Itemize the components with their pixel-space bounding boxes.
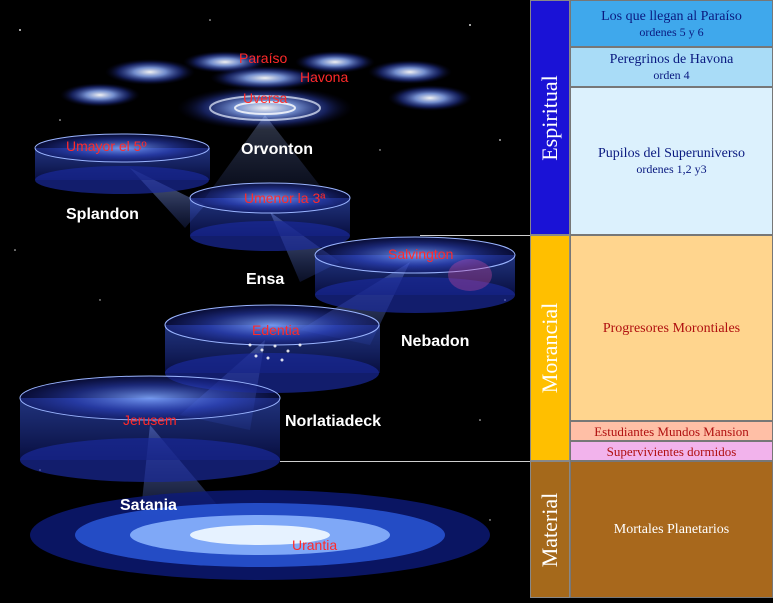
jerusem-disc [19,375,281,482]
label-urantia: Urantia [292,537,338,553]
cell-superuniverso: Pupilos del Superuniverso ordenes 1,2 y3 [570,87,773,235]
band-material: Material [530,461,570,598]
divider-morancial-material [280,461,530,462]
label-salvington: Salvington [388,246,454,262]
label-havona: Havona [300,69,349,85]
cosmic-hierarchy-illustration: Orvonton Splandon Ensa Nebadon Norlatiad… [14,19,530,580]
band-morancial-label: Morancial [537,302,562,394]
beam-uversa [200,115,335,205]
band-espiritual-label: Espiritual [537,74,562,161]
label-edentia: Edentia [252,322,300,338]
cell-paraiso-title: Los que llegan al Paraíso [601,8,742,24]
label-norlatiadeck: Norlatiadeck [285,413,382,430]
galaxy-artwork [14,19,516,580]
band-espiritual: Espiritual [530,0,570,235]
umenor-disc [189,182,351,251]
band-morancial: Morancial [530,235,570,461]
cell-havona: Peregrinos de Havona orden 4 [570,47,773,87]
label-jerusem: Jerusem [123,412,177,428]
cell-havona-title: Peregrinos de Havona [609,52,734,67]
cell-estudiantes-title: Estudiantes Mundos Mansion [594,423,749,439]
cell-progresores-title: Progresores Morontiales [602,320,741,336]
label-umenor: Umenor la 3ª [244,190,326,206]
umayor-disc [34,133,210,194]
salvington-disc [314,236,516,313]
cell-supervivientes-title: Supervivientes dormidos [606,443,737,459]
cell-estudiantes: Estudiantes Mundos Mansion [570,421,773,441]
band-material-label: Material [537,492,562,567]
label-umayor: Umayor el 5º [66,138,147,154]
satania-galaxy [30,490,490,580]
cell-superuniverso-title: Pupilos del Superuniverso [598,146,745,161]
label-nebadon: Nebadon [401,333,470,350]
label-orvonton: Orvonton [241,141,313,158]
cell-superuniverso-orders: ordenes 1,2 y3 [636,162,707,176]
cell-mortales-title: Mortales Planetarios [613,522,730,537]
paradise-havona-cluster [60,51,472,130]
cell-havona-order: orden 4 [653,68,690,82]
divider-espiritual-morancial [420,235,530,236]
label-uversa: Uversa [243,90,288,106]
cell-progresores: Progresores Morontiales [570,235,773,421]
label-ensa: Ensa [246,271,285,288]
cell-supervivientes: Supervivientes dormidos [570,441,773,461]
cell-paraiso: Los que llegan al Paraíso ordenes 5 y 6 [570,0,773,47]
label-paraiso: Paraíso [239,50,288,66]
cell-mortales: Mortales Planetarios [570,461,773,598]
cell-paraiso-orders: ordenes 5 y 6 [639,24,704,39]
label-satania: Satania [120,497,177,514]
label-splandon: Splandon [66,206,139,223]
